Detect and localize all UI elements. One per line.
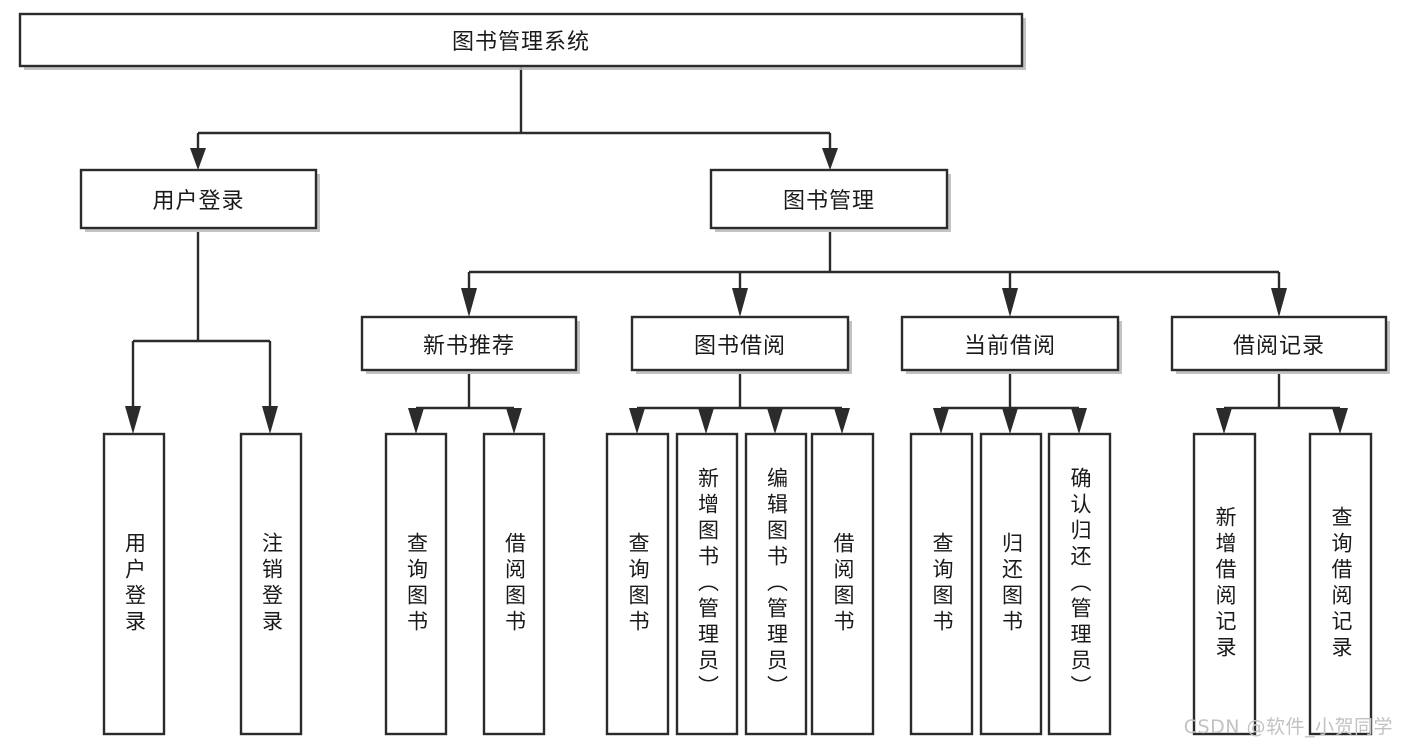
node-leaf-add-book[interactable] <box>675 432 739 736</box>
arrow-to-borrow <box>732 288 748 317</box>
node-leaf-borrow-book-1[interactable] <box>482 432 546 736</box>
node-book-manage[interactable] <box>709 168 949 230</box>
arrow-to-leaf-return-book <box>1002 408 1018 434</box>
arrow-to-leaf-user-login <box>125 406 141 434</box>
arrow-to-leaf-add-record <box>1216 408 1232 434</box>
node-leaf-add-record[interactable] <box>1192 432 1257 736</box>
node-current-borrow[interactable] <box>900 315 1120 372</box>
node-book-borrow[interactable] <box>630 315 850 372</box>
arrow-to-leaf-borrow-book-2 <box>834 408 850 434</box>
node-leaf-return-book[interactable] <box>979 432 1043 736</box>
arrow-to-book-manage <box>822 148 838 170</box>
arrow-to-leaf-query-book-3 <box>933 408 949 434</box>
arrow-to-leaf-query-book-2 <box>629 408 645 434</box>
connector-layer <box>125 66 1348 434</box>
node-leaf-query-record[interactable] <box>1308 432 1373 736</box>
arrow-to-record <box>1271 288 1287 317</box>
node-layer <box>18 12 1390 736</box>
node-leaf-query-book-1[interactable] <box>384 432 448 736</box>
node-root-system[interactable] <box>18 12 1024 68</box>
node-borrow-record[interactable] <box>1170 315 1388 372</box>
arrow-to-recommend <box>461 288 477 317</box>
arrow-to-current <box>1002 288 1018 317</box>
node-leaf-query-book-2[interactable] <box>605 432 670 736</box>
node-leaf-confirm-return[interactable] <box>1047 432 1112 736</box>
node-user-login[interactable] <box>79 168 318 230</box>
watermark-text: CSDN @软件_小贺同学 <box>1183 716 1393 738</box>
arrow-to-leaf-logout <box>262 406 278 434</box>
node-new-book-recommend[interactable] <box>360 315 578 372</box>
arrow-to-leaf-confirm-return <box>1071 408 1087 434</box>
node-leaf-borrow-book-2[interactable] <box>810 432 875 736</box>
node-leaf-logout[interactable] <box>239 432 303 736</box>
node-leaf-query-book-3[interactable] <box>909 432 974 736</box>
arrow-to-leaf-edit-book <box>767 408 783 434</box>
arrow-to-leaf-query-record <box>1332 408 1348 434</box>
arrow-to-leaf-query-book-1 <box>408 408 424 434</box>
arrow-to-user-login <box>190 148 206 170</box>
node-leaf-user-login[interactable] <box>102 432 166 736</box>
arrow-to-leaf-add-book <box>698 408 714 434</box>
node-leaf-edit-book[interactable] <box>744 432 808 736</box>
arrow-to-leaf-borrow-book-1 <box>506 408 522 434</box>
